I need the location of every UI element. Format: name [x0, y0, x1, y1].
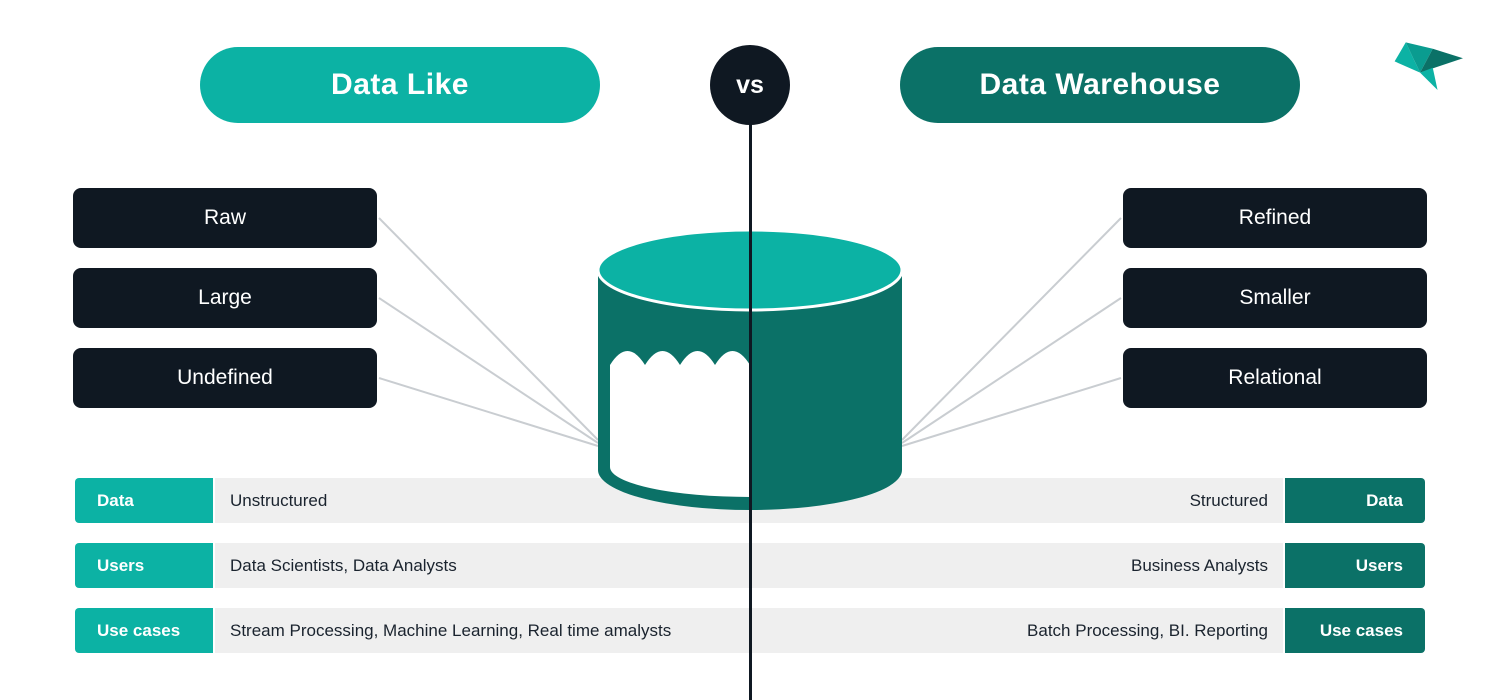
- center-divider-line: [749, 85, 752, 700]
- data-lake-title-pill: Data Like: [200, 47, 600, 123]
- row-data-right-label-text: Data: [1366, 490, 1403, 510]
- row-users-left-label: Users: [75, 543, 213, 588]
- lake-attribute-undefined: Undefined: [73, 348, 377, 408]
- row-use-cases-right-label: Use cases: [1285, 608, 1425, 653]
- vs-badge: vs: [710, 45, 790, 125]
- data-warehouse-title: Data Warehouse: [979, 68, 1221, 101]
- warehouse-attribute-smaller: Smaller: [1123, 268, 1427, 328]
- row-users-warehouse-value: Business Analysts: [1130, 555, 1268, 575]
- lake-attribute-undefined-label: Undefined: [177, 366, 273, 389]
- vs-label: vs: [736, 70, 764, 99]
- row-use-cases-right-label-text: Use cases: [1319, 620, 1403, 640]
- data-lake-title: Data Like: [331, 68, 469, 101]
- row-data-lake-value: Unstructured: [230, 490, 328, 510]
- warehouse-attribute-smaller-label: Smaller: [1239, 286, 1311, 309]
- warehouse-attribute-relational-label: Relational: [1228, 366, 1322, 389]
- row-data-left-label: Data: [75, 478, 213, 523]
- lake-attribute-large-label: Large: [198, 286, 252, 309]
- row-use-cases-left-label: Use cases: [75, 608, 213, 653]
- warehouse-attribute-refined-label: Refined: [1238, 206, 1312, 229]
- origami-bird-logo: [1394, 42, 1463, 91]
- row-users-lake-value: Data Scientists, Data Analysts: [230, 555, 457, 575]
- row-use-cases-lake-value: Stream Processing, Machine Learning, Rea…: [230, 620, 672, 640]
- row-data-warehouse-value: Structured: [1189, 490, 1268, 510]
- lake-attribute-raw: Raw: [73, 188, 377, 248]
- row-users-right-label: Users: [1285, 543, 1425, 588]
- warehouse-attribute-refined: Refined: [1123, 188, 1427, 248]
- warehouse-attribute-relational: Relational: [1123, 348, 1427, 408]
- row-users-right-label-text: Users: [1355, 555, 1403, 575]
- row-data-right-label: Data: [1285, 478, 1425, 523]
- row-data-left-label-text: Data: [97, 490, 134, 510]
- row-users-left-label-text: Users: [97, 555, 145, 575]
- lake-attribute-large: Large: [73, 268, 377, 328]
- row-use-cases-warehouse-value: Batch Processing, BI. Reporting: [1027, 620, 1268, 640]
- data-warehouse-title-pill: Data Warehouse: [900, 47, 1300, 123]
- lake-attribute-raw-label: Raw: [203, 206, 246, 229]
- row-use-cases-left-label-text: Use cases: [97, 620, 181, 640]
